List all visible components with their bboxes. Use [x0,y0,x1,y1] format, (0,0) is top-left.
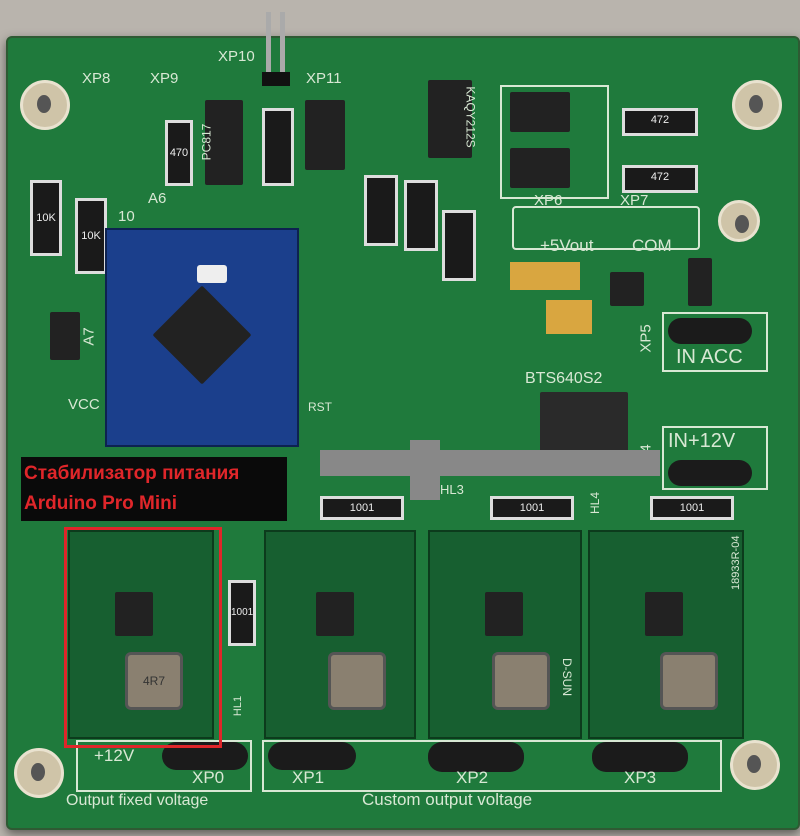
annotation-line-1: Стабилизатор питания [24,463,240,484]
connector-xp3 [592,742,688,772]
inductor [660,652,718,710]
xp6-xp7-outline [512,206,700,250]
label-rst: RST [308,400,332,414]
resistor-472-a: 472 [622,108,698,136]
inductor [492,652,550,710]
resistor-1001-a: 1001 [320,496,404,520]
label-a7: A7 [80,327,98,346]
label-xp2: XP2 [456,768,489,787]
header-pins-xp10 [262,12,292,87]
annotation-label: Стабилизатор питания Arduino Pro Mini [21,457,287,521]
label-bts640s2: BTS640S2 [525,370,603,387]
label-xp0: XP0 [192,768,225,787]
regulator [610,272,644,306]
annotation-highlight-frame [64,527,222,748]
mounting-hole [14,748,64,798]
label-xp3: XP3 [624,768,657,787]
label-in12v: IN+12V [668,430,736,452]
label-pc817: PC817 [199,123,214,161]
resistor-1001-d: 1001 [228,580,256,646]
connector-xp1 [268,742,356,770]
label-in-acc: IN ACC [676,346,743,368]
arduino-pro-mini-board [105,228,299,447]
inductor [328,652,386,710]
dcdc-module-xp2 [428,530,582,739]
annotation-line-2: Arduino Pro Mini [24,493,178,514]
label-custom-output: Custom output voltage [362,790,533,809]
ground-trace [410,440,440,500]
regulator-chip [316,592,354,636]
label-xp1: XP1 [292,768,325,787]
label-board-id: 18933R-04 [730,535,742,590]
resistor [442,210,476,281]
transistor [510,92,570,132]
relay-chip [305,100,345,170]
label-vcc: VCC [68,396,100,413]
capacitor [546,300,592,334]
ground-trace [320,450,660,476]
label-output-fixed: Output fixed voltage [66,792,209,809]
in12v-outline [662,426,768,490]
label-xp10: XP10 [218,48,255,65]
mounting-hole [718,200,760,242]
resistor [364,175,398,246]
connector-xp5 [668,318,752,344]
label-xp5: XP5 [637,324,655,353]
dcdc-module-fixed: 4R7 [68,530,214,739]
resistor-470: 470 [165,120,193,186]
dcdc-module-xp1 [264,530,416,739]
relay-kaqy212s [428,80,472,158]
label-hl4: HL4 [588,491,603,515]
resistor-10k-a: 10K [30,180,62,256]
connector-xp2 [428,742,524,772]
reset-button [197,265,227,283]
dcdc-module-xp3 [588,530,744,739]
transistor [510,148,570,188]
label-com: COM [632,236,672,255]
label-xp6: XP6 [534,192,563,209]
connector-xp4 [668,460,752,486]
mounting-hole [20,80,70,130]
label-dsun: D-SUN [560,658,574,696]
optocoupler-pc817 [205,100,243,185]
in-acc-outline [662,312,768,372]
label-xp11: XP11 [306,70,342,87]
regulator-chip [485,592,523,636]
label-hl1: HL1 [232,695,245,717]
label-a6: A6 [148,190,167,207]
resistor-1001-c: 1001 [650,496,734,520]
label-10: 10 [118,208,135,225]
diode [50,312,80,360]
resistor-472-b: 472 [622,165,698,193]
resistor-1001-b: 1001 [490,496,574,520]
resistor [262,108,294,186]
regulator-chip [645,592,683,636]
label-kaqy212s: KAQY212S [463,86,478,148]
resistor [404,180,438,251]
capacitor [510,262,580,290]
microcontroller [152,285,252,385]
label-xp8: XP8 [82,70,111,87]
label-plus12v: +12V [94,746,135,765]
label-xp7: XP7 [620,192,649,209]
regulator-chip [115,592,153,636]
custom-output-outline [262,740,722,792]
output-fixed-outline [76,740,252,792]
relay-outline [500,85,609,199]
label-xp9: XP9 [150,70,179,87]
label-5vout: +5Vout [540,236,594,255]
mounting-hole [732,80,782,130]
diode [688,258,712,306]
inductor-4r7: 4R7 [125,652,183,710]
mounting-hole [730,740,780,790]
resistor-10k-b: 10K [75,198,107,274]
label-hl3: HL3 [440,482,464,497]
